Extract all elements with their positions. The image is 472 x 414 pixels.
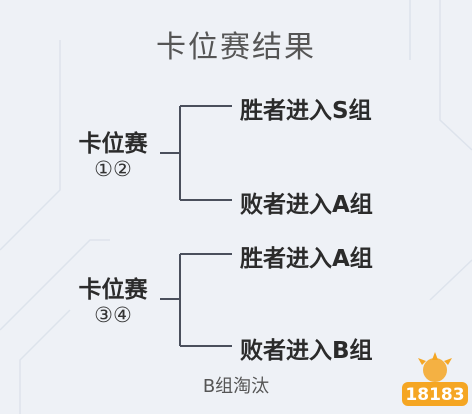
- site-logo-watermark: 18183: [402, 352, 468, 406]
- footer-note: B组淘汰: [202, 376, 270, 397]
- group1-numbers: ①②: [94, 157, 132, 181]
- logo-text: 18183: [405, 385, 464, 405]
- group2-numbers: ③④: [94, 303, 132, 327]
- group2-loser-outcome: 败者进入B组: [240, 338, 373, 364]
- group1-label: 卡位赛: [78, 131, 148, 157]
- diagram-title: 卡位赛结果: [156, 30, 316, 65]
- group1-winner-outcome: 胜者进入S组: [240, 98, 372, 124]
- group1-loser-outcome: 败者进入A组: [240, 192, 373, 218]
- group2-label: 卡位赛: [78, 277, 148, 303]
- group2-winner-outcome: 胜者进入A组: [240, 246, 373, 272]
